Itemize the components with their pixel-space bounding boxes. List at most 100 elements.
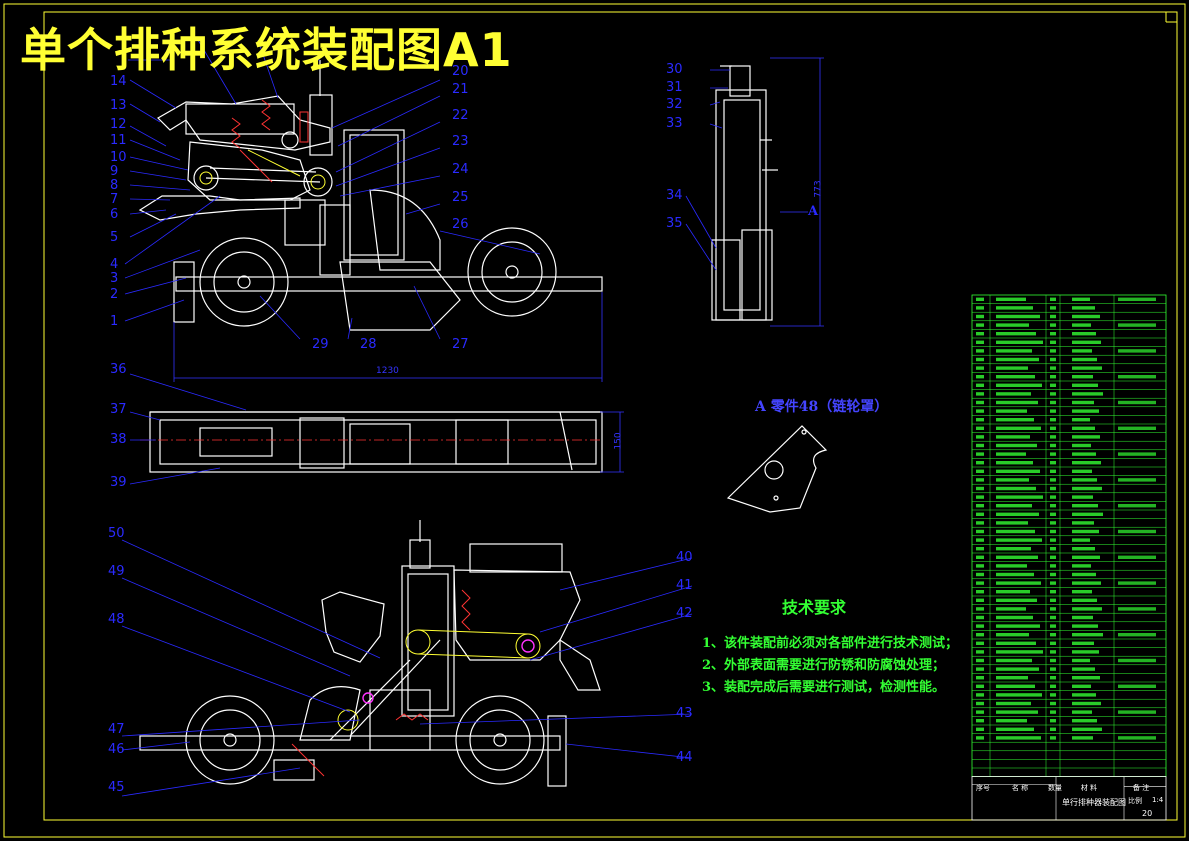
- table-cell-mark: [1118, 349, 1156, 353]
- table-cell-mark: [1072, 452, 1096, 456]
- table-cell-mark: [1072, 658, 1090, 663]
- table-cell-mark: [1118, 633, 1156, 637]
- table-cell-mark: [996, 727, 1034, 731]
- table-cell-mark: [1050, 486, 1056, 491]
- table-cell-mark: [996, 710, 1038, 714]
- table-cell-mark: [1050, 727, 1056, 731]
- table-cell-mark: [1072, 332, 1096, 336]
- callout-13: 13: [110, 98, 127, 113]
- table-cell-mark: [976, 572, 984, 577]
- header-notes: 备 注: [1132, 784, 1150, 792]
- table-cell-mark: [996, 504, 1032, 508]
- callout-37: 37: [110, 402, 127, 417]
- table-cell-mark: [1072, 504, 1098, 508]
- table-cell-mark: [1050, 615, 1056, 620]
- table-cell-mark: [996, 452, 1026, 456]
- table-cell-mark: [1072, 357, 1097, 362]
- table-cell-mark: [976, 357, 984, 362]
- callout-34: 34: [666, 188, 683, 203]
- plan-view: [149, 411, 624, 473]
- table-cell-mark: [1072, 676, 1100, 680]
- table-cell-mark: [976, 297, 984, 301]
- table-cell-mark: [996, 641, 1036, 645]
- table-cell-mark: [996, 366, 1028, 370]
- table-cell-mark: [996, 495, 1043, 499]
- table-cell-mark: [976, 512, 984, 516]
- callout-2: 2: [110, 287, 119, 302]
- table-cell-mark: [1072, 349, 1092, 353]
- table-cell-mark: [1050, 306, 1056, 310]
- table-cell-mark: [1072, 633, 1103, 637]
- table-cell-mark: [1050, 736, 1056, 740]
- end-view: [711, 57, 824, 327]
- callout-38: 38: [110, 432, 127, 447]
- drawing-title: 单个排种系统装配图A1: [20, 23, 513, 77]
- table-cell-mark: [996, 624, 1040, 628]
- table-cell-mark: [1118, 684, 1156, 688]
- table-cell-mark: [1118, 736, 1156, 740]
- callout-32: 32: [666, 97, 683, 112]
- outer-border: [3, 3, 1186, 838]
- callout-11: 11: [110, 133, 127, 148]
- table-cell-mark: [1118, 607, 1156, 611]
- bottom-view-magenta-parts: [362, 639, 535, 704]
- callout-7: 7: [110, 192, 119, 207]
- table-cell-mark: [996, 332, 1036, 336]
- table-cell-mark: [1118, 658, 1156, 663]
- leaders-bottom-view: [121, 539, 693, 797]
- table-cell-mark: [1118, 323, 1156, 327]
- table-cell-mark: [976, 504, 984, 508]
- table-cell-mark: [1072, 443, 1091, 448]
- table-cell-mark: [1050, 426, 1056, 430]
- table-cell-mark: [1118, 426, 1156, 430]
- callout-29: 29: [312, 337, 329, 352]
- table-cell-mark: [996, 443, 1037, 448]
- callout-36: 36: [110, 362, 127, 377]
- table-cell-mark: [1118, 452, 1156, 456]
- callout-5: 5: [110, 230, 119, 245]
- inner-border: [43, 11, 1178, 821]
- callout-47: 47: [108, 722, 125, 737]
- callout-1: 1: [110, 314, 119, 329]
- table-cell-mark: [996, 349, 1032, 353]
- table-cell-mark: [976, 340, 984, 344]
- table-cell-mark: [1050, 581, 1056, 585]
- callout-25: 25: [452, 190, 469, 205]
- table-cell-mark: [1072, 581, 1101, 585]
- table-cell-mark: [1050, 409, 1056, 413]
- table-cell-mark: [996, 555, 1038, 559]
- header-qty: 数量: [1048, 784, 1062, 792]
- table-cell-mark: [996, 736, 1041, 740]
- table-cell-mark: [1072, 529, 1099, 534]
- table-cell-mark: [1050, 435, 1056, 439]
- callout-30: 30: [666, 62, 683, 77]
- table-cell-mark: [1050, 650, 1056, 654]
- table-cell-mark: [996, 357, 1039, 362]
- table-cell-mark: [976, 547, 984, 551]
- table-cell-mark: [1072, 418, 1090, 422]
- table-cell-mark: [1050, 590, 1056, 594]
- table-cell-mark: [976, 495, 984, 499]
- table-cell-mark: [976, 598, 984, 602]
- table-cell-mark: [976, 641, 984, 645]
- table-cell-mark: [996, 572, 1034, 577]
- table-cell-mark: [1050, 357, 1056, 362]
- table-cell-mark: [1072, 340, 1101, 344]
- table-cell-mark: [1118, 581, 1156, 585]
- table-cell-mark: [1050, 461, 1056, 465]
- title-block-outline: [971, 776, 1167, 821]
- table-cell-mark: [1050, 676, 1056, 680]
- table-cell-mark: [976, 693, 984, 697]
- table-cell-mark: [1072, 684, 1091, 688]
- table-cell-mark: [996, 693, 1042, 697]
- table-cell-mark: [996, 340, 1043, 344]
- table-cell-mark: [1072, 375, 1093, 379]
- table-cell-mark: [996, 323, 1029, 327]
- callout-23: 23: [452, 134, 469, 149]
- callout-28: 28: [360, 337, 377, 352]
- table-cell-mark: [996, 590, 1030, 594]
- table-cell-mark: [976, 633, 984, 637]
- table-cell-mark: [1050, 684, 1056, 688]
